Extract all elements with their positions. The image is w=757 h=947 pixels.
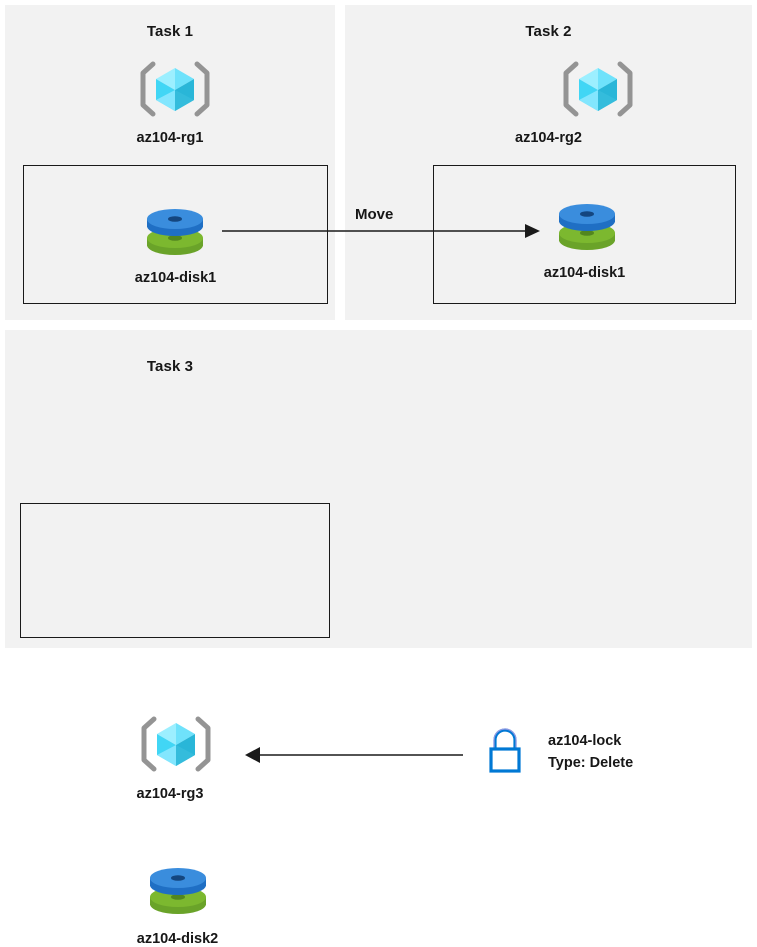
disk-1-label: az104-disk1 bbox=[134, 270, 217, 286]
lock-type: Type: Delete bbox=[548, 755, 634, 771]
panel-task-2: Task 2 az104-rg2 bbox=[345, 5, 752, 320]
panel-task-3: Task 3 az104-rg3 bbox=[5, 330, 752, 947]
task-3-title: Task 3 bbox=[146, 358, 194, 375]
arrow-left-icon bbox=[243, 740, 463, 770]
disk-2-label: az104-disk1 bbox=[543, 265, 626, 281]
resource-group-1-label: az104-rg1 bbox=[136, 130, 204, 146]
resource-group-cube-icon bbox=[140, 715, 212, 773]
lock-icon-tile bbox=[474, 719, 534, 784]
task-2-title: Task 2 bbox=[525, 23, 572, 40]
lock-icon bbox=[485, 727, 525, 775]
resource-group-cube-icon bbox=[562, 60, 634, 118]
managed-disk-icon bbox=[141, 201, 209, 261]
managed-disk-icon bbox=[144, 860, 212, 920]
lock-callout-text: az104-lock Type: Delete bbox=[548, 730, 738, 774]
resource-group-3-label: az104-rg3 bbox=[136, 786, 204, 802]
managed-disk-icon bbox=[553, 196, 621, 256]
resource-container-2 bbox=[433, 165, 736, 304]
disk-3-label: az104-disk2 bbox=[136, 931, 219, 947]
diagram-canvas: Task 1 az104-rg1 bbox=[5, 5, 752, 947]
panel-task-1: Task 1 az104-rg1 bbox=[5, 5, 335, 320]
lock-name: az104-lock bbox=[548, 733, 622, 749]
resource-container-3 bbox=[20, 503, 330, 638]
resource-container-1 bbox=[23, 165, 328, 304]
task-1-title: Task 1 bbox=[146, 23, 194, 40]
resource-group-2-label: az104-rg2 bbox=[515, 130, 582, 146]
resource-group-cube-icon bbox=[139, 60, 211, 118]
arrow-right-icon bbox=[222, 214, 542, 248]
move-connector-label: Move bbox=[355, 206, 394, 223]
